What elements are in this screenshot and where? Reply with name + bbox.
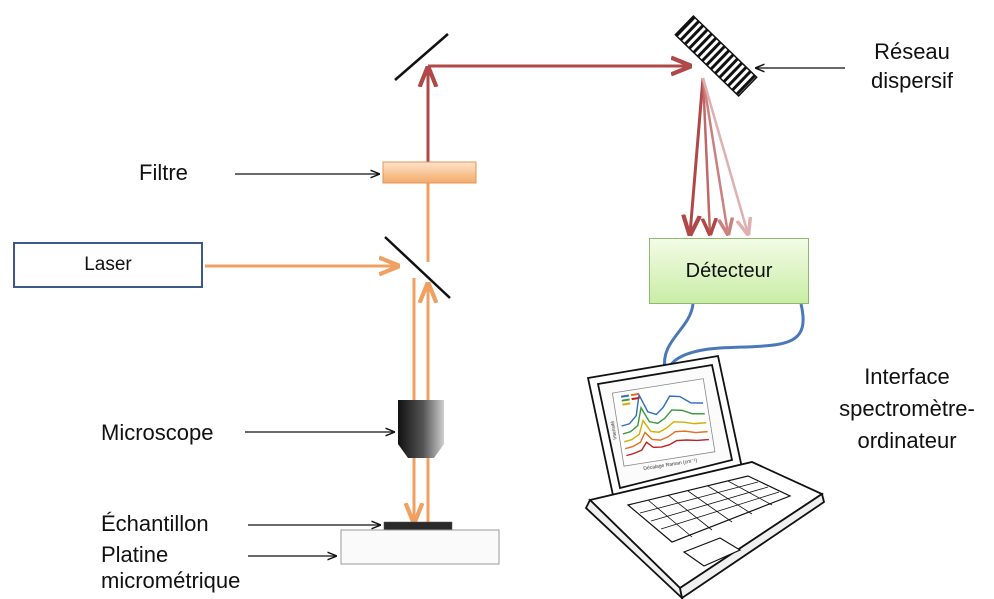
echantillon-label: Échantillon (101, 511, 209, 536)
micrometric-stage (340, 529, 500, 565)
filtre-label: Filtre (139, 160, 188, 185)
spectrum-line-yellow (623, 418, 707, 443)
microscope-label: Microscope (101, 420, 214, 445)
detector: Détecteur (649, 238, 809, 304)
filter (382, 161, 477, 184)
spectrum-legend (620, 392, 640, 406)
laser-source: Laser (13, 242, 203, 288)
spectrum-line-orange (625, 430, 708, 450)
detector-cable (662, 303, 805, 373)
platine-label-line1: Platine (101, 542, 169, 567)
reseau-label-line1: Réseau (874, 39, 950, 64)
laser-label: Laser (84, 254, 132, 275)
spectrum-line-green (622, 405, 705, 435)
screen-spectrum: Décalage Raman (cm⁻¹) Intensité (610, 378, 716, 472)
spectrum-line-blue (621, 392, 704, 427)
microscope-objective (398, 400, 444, 458)
platine-label-line2: micrométrique (101, 568, 241, 593)
laser-beam (205, 183, 428, 522)
reseau-label-line2: dispersif (871, 68, 953, 93)
dispersive-grating (674, 15, 758, 97)
interface-label-line1: Interface (864, 364, 950, 389)
detector-label: Détecteur (685, 259, 773, 282)
spectrum-line-red (626, 438, 709, 457)
sample (383, 521, 453, 531)
scattered-beam (428, 66, 748, 234)
interface-label-line3: ordinateur (857, 428, 957, 453)
beamsplitter (384, 236, 451, 299)
top-mirror (394, 33, 449, 81)
interface-label-line2: spectromètre- (839, 396, 975, 421)
screen-ylabel: Intensité (610, 420, 619, 440)
